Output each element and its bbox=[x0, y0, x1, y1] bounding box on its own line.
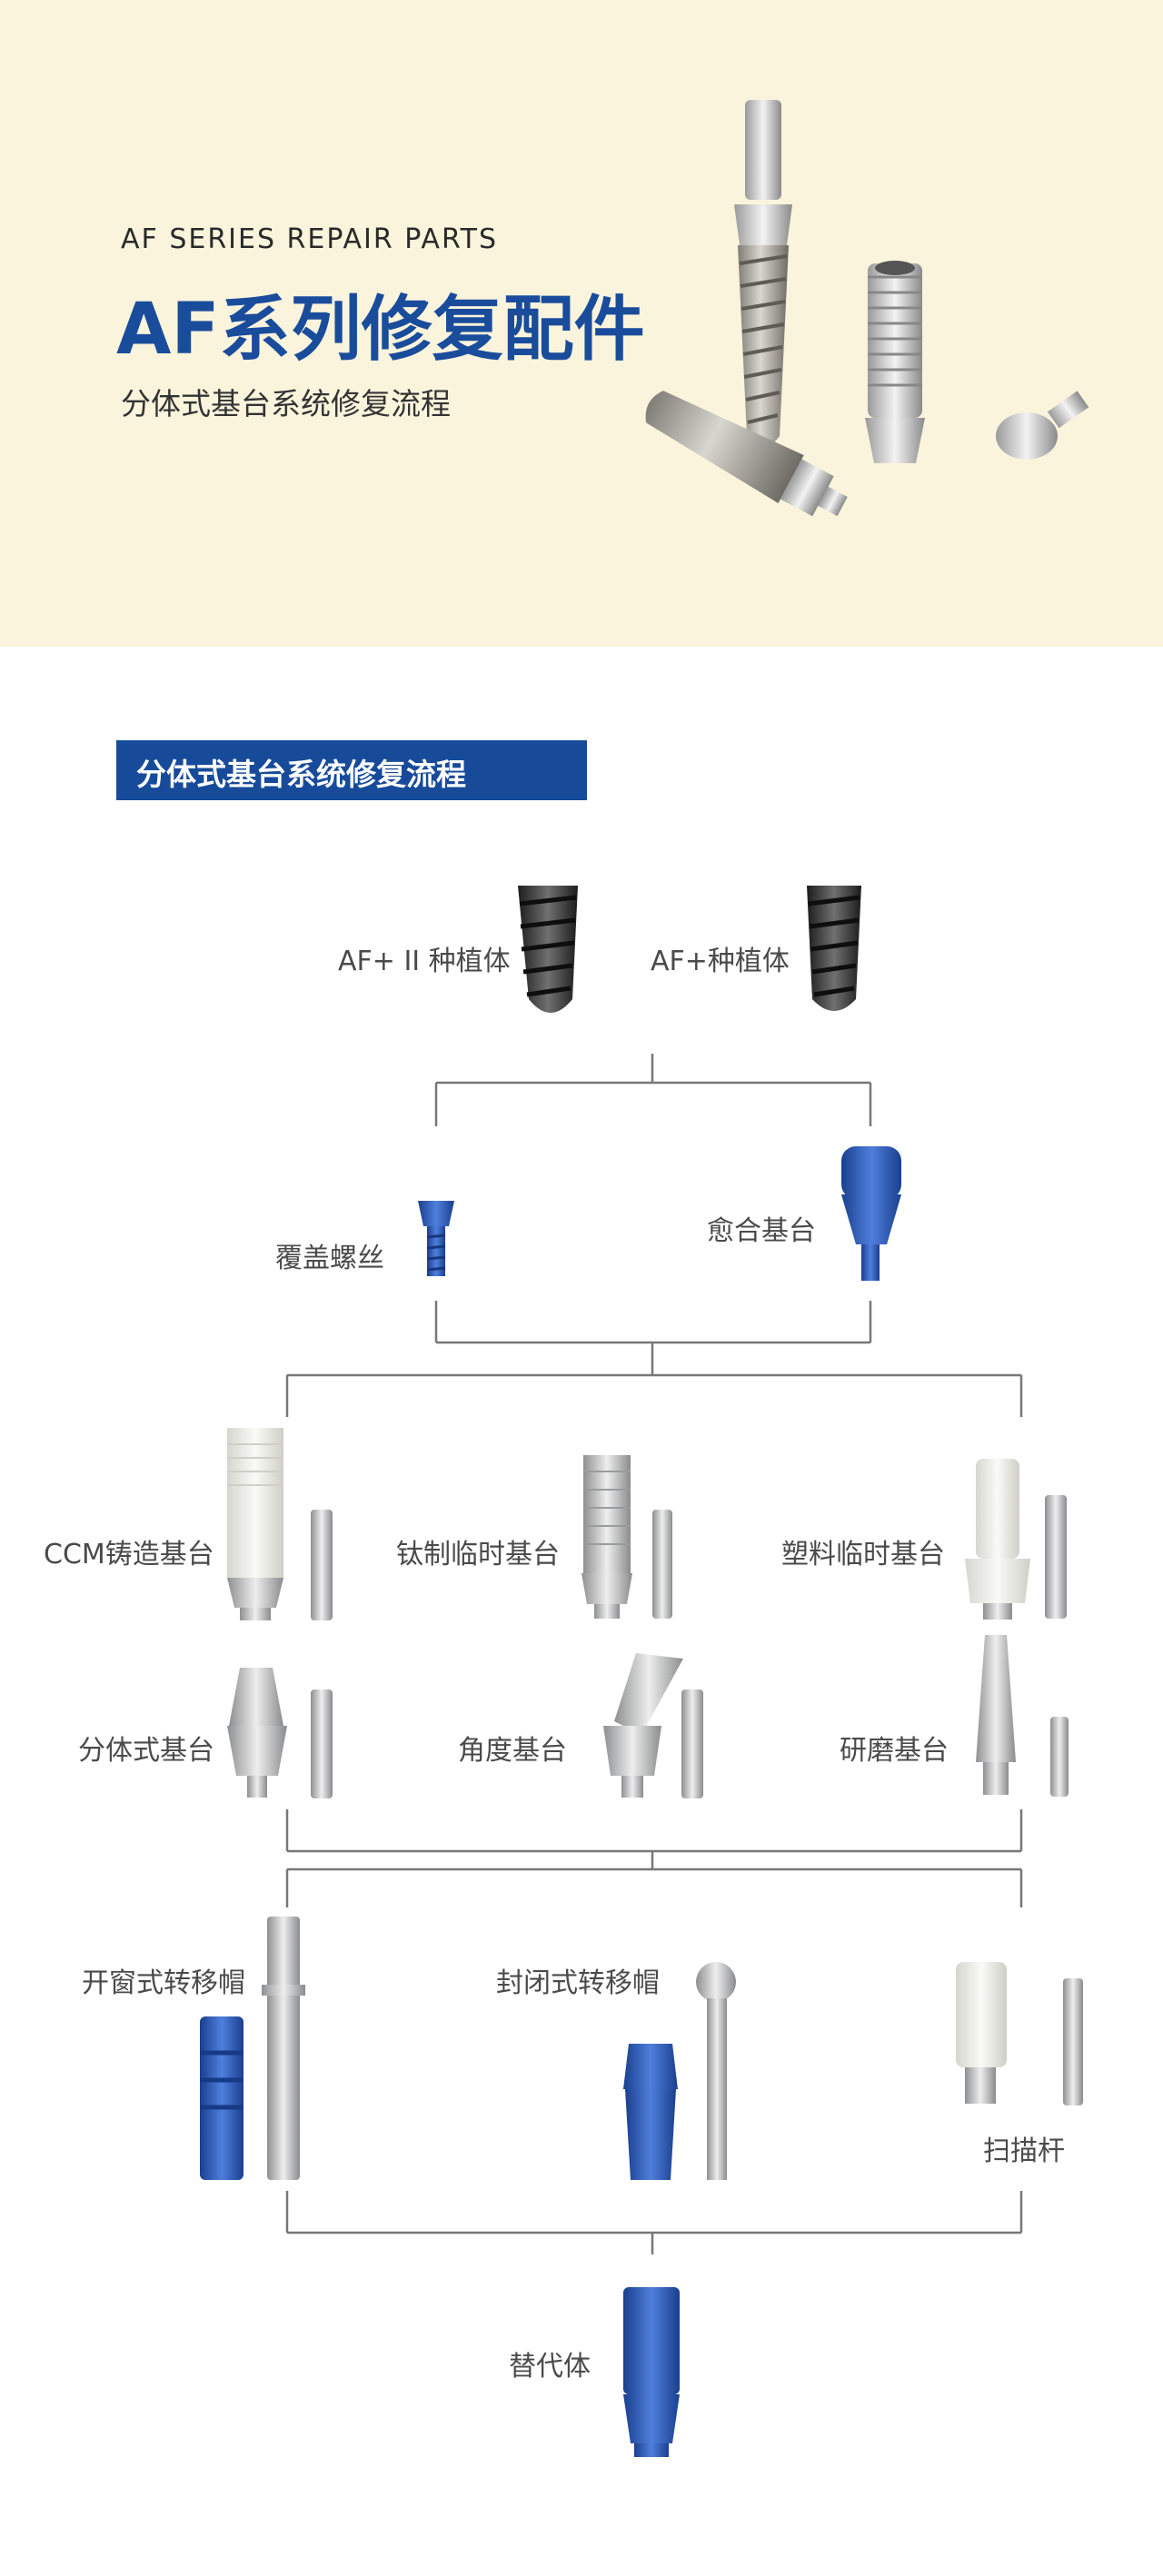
label-closed-tray-transfer: 封闭式转移帽 bbox=[496, 1967, 660, 1999]
angled-abutment-icon bbox=[603, 1653, 683, 1798]
label-titanium-temp-abutment: 钛制临时基台 bbox=[396, 1539, 560, 1570]
label-grinding-abutment: 研磨基台 bbox=[840, 1735, 949, 1767]
label-scan-body: 扫描杆 bbox=[983, 2135, 1065, 2167]
ccm-screw-icon bbox=[311, 1510, 333, 1620]
plastic-temp-screw-icon bbox=[1045, 1495, 1067, 1619]
hero-subtitle-en: AF SERIES REPAIR PARTS bbox=[121, 223, 498, 255]
healing-abutment-icon bbox=[841, 1146, 901, 1281]
hero-implants-illustration bbox=[645, 100, 1089, 517]
label-healing-abutment: 愈合基台 bbox=[707, 1215, 816, 1247]
label-angled-abutment: 角度基台 bbox=[458, 1735, 567, 1767]
hero-banner: AF SERIES REPAIR PARTS AF系列修复配件 分体式基台系统修… bbox=[0, 0, 1163, 647]
label-cover-screw: 覆盖螺丝 bbox=[275, 1243, 384, 1274]
ccm-abutment-icon bbox=[227, 1428, 283, 1620]
small-screw-icon bbox=[996, 391, 1089, 460]
plastic-temp-abutment-icon bbox=[965, 1459, 1030, 1620]
angled-screw-icon bbox=[681, 1689, 703, 1798]
implant-tall-icon bbox=[734, 100, 792, 448]
section-header bbox=[116, 740, 587, 800]
scan-body-screw-icon bbox=[1063, 1978, 1083, 2105]
label-open-tray-transfer: 开窗式转移帽 bbox=[82, 1967, 245, 1999]
hero-title: AF系列修复配件 bbox=[116, 289, 645, 371]
label-af-plus-implant: AF+种植体 bbox=[651, 946, 790, 977]
section-title: 分体式基台系统修复流程 bbox=[136, 757, 466, 792]
label-plastic-temp-abutment: 塑料临时基台 bbox=[781, 1539, 945, 1570]
split-abutment-icon bbox=[227, 1668, 287, 1798]
connector-lines bbox=[285, 1054, 1023, 2254]
grinding-screw-icon bbox=[1050, 1717, 1069, 1797]
af-plus-implant-icon bbox=[807, 886, 861, 1011]
scan-body-icon bbox=[956, 1962, 1007, 2104]
label-ccm-abutment: CCM铸造基台 bbox=[44, 1539, 214, 1570]
label-implant-analog: 替代体 bbox=[509, 2351, 591, 2383]
cover-screw-icon bbox=[418, 1201, 454, 1276]
closed-tray-transfer-coping-icon bbox=[623, 1962, 736, 2180]
label-split-abutment: 分体式基台 bbox=[78, 1735, 214, 1767]
open-tray-transfer-coping-icon bbox=[200, 1917, 305, 2180]
af-plus-ii-implant-icon bbox=[518, 886, 578, 1013]
implant-lying-icon bbox=[645, 391, 848, 517]
implant-analog-icon bbox=[623, 2287, 680, 2457]
hero-subtitle-cn: 分体式基台系统修复流程 bbox=[121, 386, 451, 421]
screw-abutment-icon bbox=[865, 261, 925, 463]
label-af-plus-ii-implant: AF+ II 种植体 bbox=[338, 946, 511, 977]
titanium-temp-screw-icon bbox=[652, 1510, 672, 1619]
split-screw-icon bbox=[311, 1689, 333, 1798]
titanium-temp-abutment-icon bbox=[582, 1455, 632, 1619]
grinding-abutment-icon bbox=[976, 1635, 1016, 1795]
